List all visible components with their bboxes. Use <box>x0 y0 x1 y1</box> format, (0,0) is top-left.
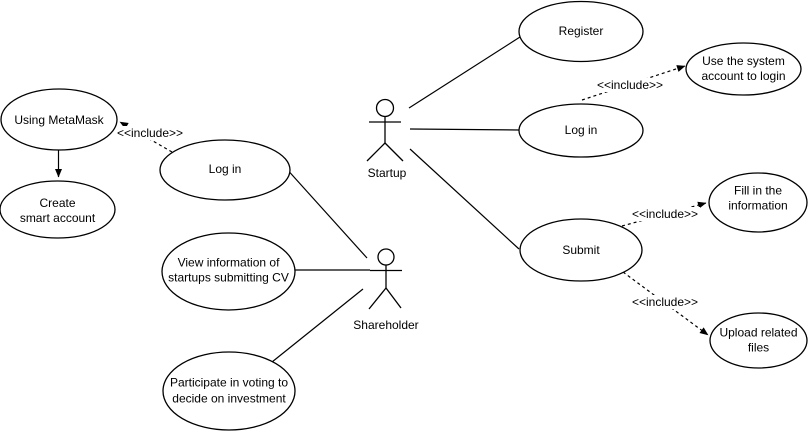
association-shareholder-participate <box>271 288 364 363</box>
usecase-label: Register <box>559 24 604 38</box>
usecase-register: Register <box>518 0 644 63</box>
usecase-upload-files: Upload related files <box>709 312 808 369</box>
association-startup-register <box>408 36 521 109</box>
usecase-fill-information: Fill in the information <box>708 172 808 233</box>
include-label-text: <<include>> <box>117 126 183 140</box>
actor-left-leg <box>366 142 386 162</box>
usecase-label: account to login <box>701 69 785 83</box>
include-label-login-metamask: <<include>> <box>115 126 185 140</box>
usecase-label: Create <box>39 196 75 210</box>
association-startup-login <box>409 128 520 131</box>
usecase-ellipse <box>161 232 296 311</box>
usecase-using-metamask: Using MetaMask <box>0 88 118 151</box>
actor-right-leg <box>385 287 402 309</box>
usecase-ellipse <box>0 180 116 239</box>
usecase-label: startups submitting CV <box>168 271 289 285</box>
association-startup-submit <box>409 148 520 250</box>
include-label-bg <box>115 126 185 140</box>
usecase-ellipse <box>685 42 802 96</box>
actor-shareholder: Shareholder <box>353 248 419 332</box>
usecase-label: files <box>748 341 769 355</box>
usecase-label: decide on investment <box>172 392 286 406</box>
actor-startup: Startup <box>366 98 407 180</box>
usecase-ellipse <box>519 218 643 282</box>
usecase-ellipse <box>0 88 118 151</box>
include-label-text: <<include>> <box>632 207 698 221</box>
usecase-ellipse <box>162 351 296 431</box>
usecase-label: Log in <box>209 162 242 176</box>
association-shareholder-login <box>288 171 368 259</box>
actor-label: Shareholder <box>353 318 418 332</box>
usecase-create-smart-account: Create smart account <box>0 180 116 239</box>
usecase-ellipse <box>709 312 808 369</box>
usecase-label: Submit <box>562 243 600 257</box>
usecase-label: Participate in voting to <box>170 376 288 390</box>
actor-right-leg <box>384 142 404 162</box>
actor-label: Startup <box>368 166 407 180</box>
usecase-login-startup: Log in <box>518 103 644 158</box>
actor-head-icon <box>375 98 395 118</box>
usecase-ellipse <box>518 103 644 158</box>
usecase-label: smart account <box>20 211 96 225</box>
usecase-label: Using MetaMask <box>14 113 104 127</box>
include-label-bg <box>630 207 700 221</box>
usecase-label: Fill in the <box>734 184 782 198</box>
usecase-view-information: View information of startups submitting … <box>161 232 296 311</box>
usecase-use-system-account: Use the system account to login <box>685 42 802 96</box>
include-label-bg <box>630 295 700 309</box>
usecase-ellipse <box>708 172 808 233</box>
usecase-label: information <box>728 199 787 213</box>
usecase-participate-voting: Participate in voting to decide on inves… <box>162 351 296 431</box>
include-label-submit-fill-information: <<include>> <box>630 207 700 221</box>
include-label-text: <<include>> <box>597 78 663 92</box>
usecase-submit: Submit <box>519 218 643 282</box>
include-label-submit-upload-files: <<include>> <box>630 295 700 309</box>
usecase-login-shareholder: Log in <box>159 139 291 201</box>
actor-left-leg <box>368 287 387 310</box>
actor-head-icon <box>377 248 395 266</box>
usecase-label: Use the system <box>702 54 785 68</box>
usecase-label: Upload related <box>719 326 797 340</box>
include-label-login-system-account: <<include>> <box>595 78 665 92</box>
usecase-ellipse <box>159 139 291 201</box>
include-label-bg <box>595 78 665 92</box>
usecase-ellipse <box>518 0 644 63</box>
include-label-text: <<include>> <box>632 295 698 309</box>
usecase-label: Log in <box>565 123 598 137</box>
usecase-label: View information of <box>178 256 280 270</box>
